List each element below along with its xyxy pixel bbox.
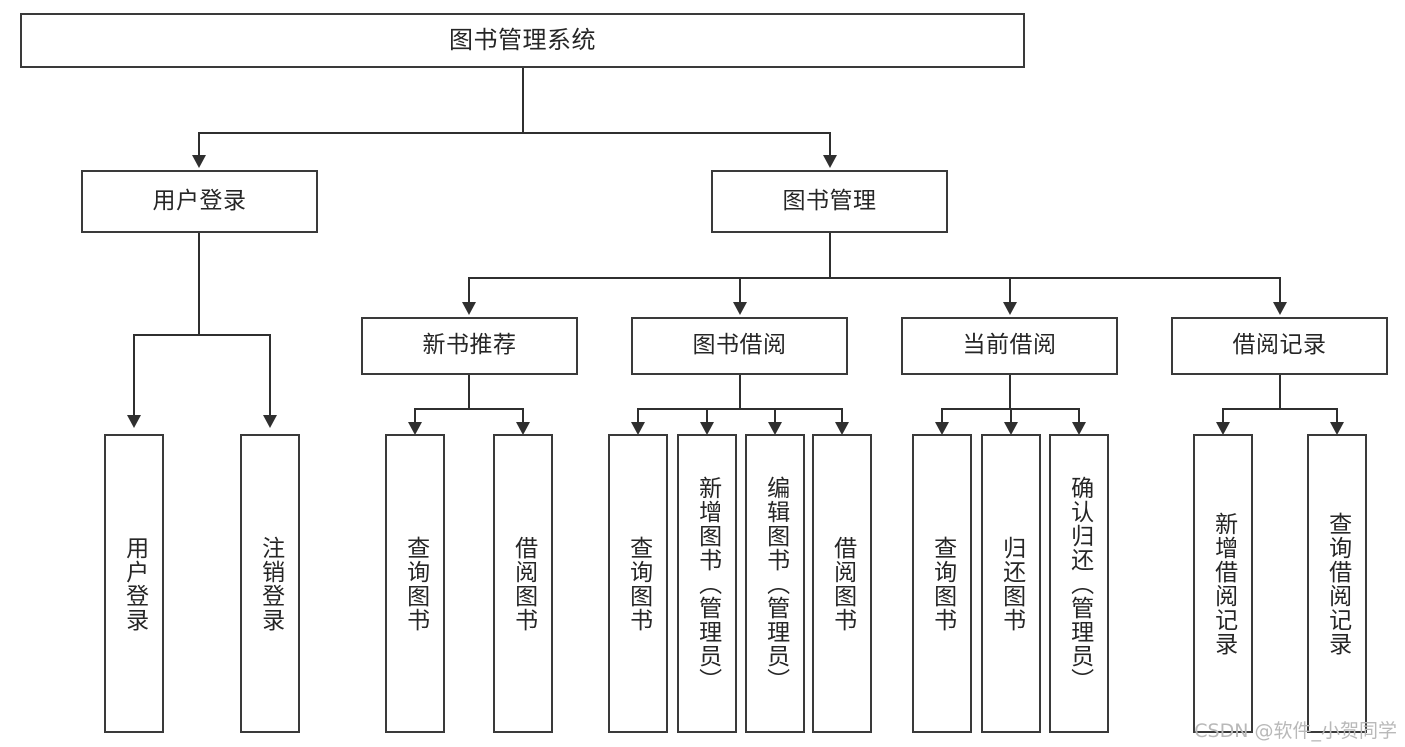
connector-book-management-bus (468, 277, 1280, 279)
node-label: 查询图书 (402, 535, 429, 632)
node-book-management[interactable]: 图书管理 (711, 170, 948, 233)
connector-new-book-to-leaf-2 (522, 408, 524, 428)
connector-br-to-leaf-2 (1336, 408, 1338, 428)
connector-user-login-to-leaf-2 (269, 334, 271, 418)
arrow-bb-to-leaf-4 (835, 422, 849, 435)
connector-bm-to-book-borrow (739, 277, 741, 305)
connector-root-to-book-management (829, 132, 831, 157)
connector-bb-to-leaf-2 (706, 408, 708, 428)
node-label: 用户登录 (121, 535, 148, 632)
connector-cb-to-leaf-1 (941, 408, 943, 428)
arrow-root-to-user-login (192, 155, 206, 168)
arrow-new-book-to-leaf-1 (408, 422, 422, 435)
node-label: 图书管理系统 (449, 26, 596, 55)
connector-book-management-stem (829, 233, 831, 278)
connector-bb-to-leaf-1 (637, 408, 639, 428)
leaf-confirm-return-admin[interactable]: 确认归还（管理员） (1049, 434, 1109, 733)
leaf-add-borrow-record[interactable]: 新增借阅记录 (1193, 434, 1253, 733)
node-label: 新书推荐 (422, 332, 517, 359)
node-label: 图书管理 (782, 187, 877, 214)
node-book-borrow[interactable]: 图书借阅 (631, 317, 848, 375)
connector-new-book-to-leaf-1 (414, 408, 416, 428)
arrow-bb-to-leaf-1 (631, 422, 645, 435)
node-label: 编辑图书（管理员） (762, 475, 789, 692)
connector-bb-to-leaf-3 (774, 408, 776, 428)
node-new-book-recommend[interactable]: 新书推荐 (361, 317, 578, 375)
connector-root-to-user-login (198, 132, 200, 157)
arrow-cb-to-leaf-2 (1004, 422, 1018, 435)
connector-bm-to-new-book (468, 277, 470, 305)
connector-user-login-stem (198, 233, 200, 335)
node-label: 查询借阅记录 (1324, 511, 1351, 656)
node-label: 借阅记录 (1232, 332, 1327, 359)
connector-current-borrow-stem (1009, 375, 1011, 409)
arrow-root-to-book-management (823, 155, 837, 168)
arrow-bb-to-leaf-2 (700, 422, 714, 435)
connector-borrow-record-bus (1222, 408, 1338, 410)
node-label: 查询图书 (929, 535, 956, 632)
leaf-borrow-book[interactable]: 借阅图书 (812, 434, 872, 733)
connector-cb-to-leaf-2 (1010, 408, 1012, 428)
node-label: 新增图书（管理员） (694, 475, 721, 692)
arrow-br-to-leaf-2 (1330, 422, 1344, 435)
arrow-cb-to-leaf-1 (935, 422, 949, 435)
connector-bm-to-current-borrow (1009, 277, 1011, 305)
node-label: 新增借阅记录 (1210, 511, 1237, 656)
node-label: 借阅图书 (510, 535, 537, 632)
connector-cb-to-leaf-3 (1078, 408, 1080, 428)
node-label: 借阅图书 (829, 535, 856, 632)
leaf-query-book-recommend[interactable]: 查询图书 (385, 434, 445, 733)
node-label: 当前借阅 (962, 332, 1057, 359)
arrow-cb-to-leaf-3 (1072, 422, 1086, 435)
leaf-query-book-borrow[interactable]: 查询图书 (608, 434, 668, 733)
connector-book-borrow-bus (637, 408, 843, 410)
leaf-user-login[interactable]: 用户登录 (104, 434, 164, 733)
node-label: 用户登录 (152, 187, 247, 214)
node-borrow-record[interactable]: 借阅记录 (1171, 317, 1388, 375)
node-label: 确认归还（管理员） (1066, 475, 1093, 692)
node-current-borrow[interactable]: 当前借阅 (901, 317, 1118, 375)
node-label: 图书借阅 (692, 332, 787, 359)
leaf-add-book-admin[interactable]: 新增图书（管理员） (677, 434, 737, 733)
leaf-borrow-book-recommend[interactable]: 借阅图书 (493, 434, 553, 733)
connector-new-book-stem (468, 375, 470, 409)
leaf-edit-book-admin[interactable]: 编辑图书（管理员） (745, 434, 805, 733)
node-label: 归还图书 (998, 535, 1025, 632)
leaf-logout[interactable]: 注销登录 (240, 434, 300, 733)
connector-bm-to-borrow-record (1279, 277, 1281, 305)
arrow-user-login-to-leaf-2 (263, 415, 277, 428)
node-label: 注销登录 (257, 535, 284, 632)
watermark-text: CSDN @软件_小贺同学 (1194, 720, 1397, 742)
arrow-bm-to-new-book (462, 302, 476, 315)
connector-user-login-to-leaf-1 (133, 334, 135, 418)
leaf-return-book[interactable]: 归还图书 (981, 434, 1041, 733)
node-label: 查询图书 (625, 535, 652, 632)
connector-bb-to-leaf-4 (841, 408, 843, 428)
arrow-bm-to-current-borrow (1003, 302, 1017, 315)
connector-root-bus (198, 132, 831, 134)
arrow-user-login-to-leaf-1 (127, 415, 141, 428)
leaf-query-borrow-record[interactable]: 查询借阅记录 (1307, 434, 1367, 733)
arrow-new-book-to-leaf-2 (516, 422, 530, 435)
connector-user-login-bus (133, 334, 271, 336)
leaf-query-book-current[interactable]: 查询图书 (912, 434, 972, 733)
arrow-br-to-leaf-1 (1216, 422, 1230, 435)
arrow-bb-to-leaf-3 (768, 422, 782, 435)
connector-borrow-record-stem (1279, 375, 1281, 409)
node-root-book-management-system[interactable]: 图书管理系统 (20, 13, 1025, 68)
node-user-login[interactable]: 用户登录 (81, 170, 318, 233)
connector-root-stem (522, 68, 524, 133)
arrow-bm-to-borrow-record (1273, 302, 1287, 315)
connector-br-to-leaf-1 (1222, 408, 1224, 428)
connector-new-book-bus (414, 408, 524, 410)
connector-book-borrow-stem (739, 375, 741, 409)
arrow-bm-to-book-borrow (733, 302, 747, 315)
